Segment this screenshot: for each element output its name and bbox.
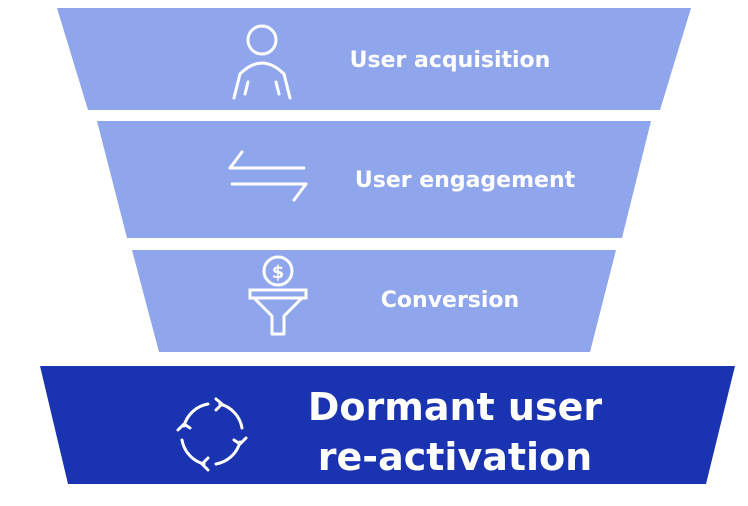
funnel-tier-conversion — [132, 250, 616, 352]
svg-text:$: $ — [272, 262, 285, 283]
stage-label-user-acquisition: User acquisition — [349, 48, 551, 73]
funnel-tier-dormant-user-reactivation — [40, 366, 735, 484]
stage-label-user-engagement: User engagement — [354, 168, 576, 193]
funnel-tier-user-acquisition — [57, 8, 691, 110]
person-icon — [232, 24, 292, 100]
exchange-arrows-icon — [228, 150, 308, 202]
funnel-tier-user-engagement — [97, 121, 651, 238]
stage-label-conversion: Conversion — [380, 288, 520, 313]
money-funnel-icon: $ — [248, 255, 308, 336]
stage-label-dormant-user-reactivation: Dormant user re-activation — [307, 385, 603, 479]
cycle-arrows-icon — [176, 397, 248, 472]
